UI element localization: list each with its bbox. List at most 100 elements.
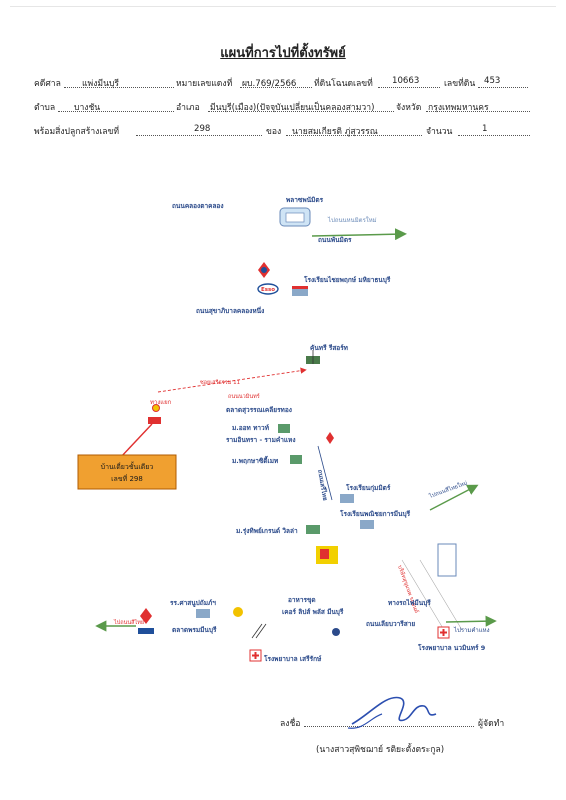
label-gate: ทางแยก xyxy=(150,399,172,406)
house-box-line1: บ้านเดี่ยวชั้นเดียว xyxy=(101,460,154,471)
arrow-right-mid xyxy=(429,484,479,511)
village-icon-c xyxy=(290,455,302,464)
sign-label: ลงชื่อ xyxy=(280,719,301,729)
page-title: แผนที่การไปที่ตั้งทรัพย์ xyxy=(220,46,346,61)
label-to-pornpanmitr: ไปถนนหนมิตรใหม่ xyxy=(327,216,377,224)
sign-name: (นางสาวสุพิชฌาย์ รติยะตั้งตระกูล) xyxy=(316,745,445,755)
label-hospital-b: โรงพยาบาล นวมินทร์ 9 xyxy=(417,643,486,652)
label-village-a: ม.ออท ทาวท์ xyxy=(232,424,269,432)
label-pornpanmitr-road: ถนนพันมิตร xyxy=(318,236,352,244)
road-right-a xyxy=(419,559,463,631)
building-icon-right xyxy=(437,543,457,577)
label-rr-station: รร.ศาสนูปถัมภ์ฯ xyxy=(170,599,216,608)
target-marker xyxy=(148,404,161,424)
case-dots xyxy=(240,76,312,88)
sign-dots xyxy=(304,726,474,727)
house-pointer-line xyxy=(119,423,153,459)
subdistrict-value: บางชัน xyxy=(74,103,101,113)
bus-icon xyxy=(332,628,340,636)
school-icon-c xyxy=(360,520,374,529)
main-road-line xyxy=(317,445,333,501)
shell-icon xyxy=(233,607,243,617)
esso-icon: Esso xyxy=(257,283,279,295)
label-school-b: โรงเรียนกุ่มมิตร์ xyxy=(345,483,391,492)
label-village-b: รามอินทรา - รามคำแหง xyxy=(226,436,296,444)
label-entry-road: ถนนนวมินทร์ xyxy=(228,393,260,400)
esso-text: Esso xyxy=(261,287,275,293)
gas-station-icon xyxy=(258,262,270,278)
label-temple: ทางรถไฟมีนบุรี xyxy=(388,598,431,607)
school-icon-a xyxy=(292,286,308,296)
label-hospital-a: โรงพยาบาล เสรีรักษ์ xyxy=(263,654,322,663)
info-row-1: คดีศาล แพ่งมีนบุรี หมายเลขแดงที่ ผบ.769/… xyxy=(34,76,534,94)
label-village-c: ม.พฤกษาซิตี้เมท xyxy=(232,455,278,465)
building-dots xyxy=(136,124,262,136)
signature-scribble xyxy=(347,696,437,729)
label-school-chaiyaphruek: โรงเรียนไชยพฤกษ์ มหิยาธนบุรี xyxy=(303,275,391,284)
label-food: อาหารขุด xyxy=(288,596,316,604)
court-value: แพ่งมีนบุรี xyxy=(82,79,120,89)
province-value: กรุงเทพมหานคร xyxy=(428,103,489,113)
count-dots xyxy=(458,124,530,136)
case-value: ผบ.769/2566 xyxy=(242,79,297,89)
case-label: หมายเลขแดงที่ xyxy=(176,79,233,89)
owner-value: นายสมเกียรติ ภู่สุวรรณ xyxy=(292,127,378,137)
arrow-right-top xyxy=(311,228,407,241)
label-to-right-bottom: ไปรามคำแหง xyxy=(453,626,490,634)
subdistrict-label: ตำบล xyxy=(34,103,56,113)
village-icon-a xyxy=(278,424,290,433)
building-value: 298 xyxy=(194,124,211,134)
court-dots xyxy=(64,76,174,88)
gas-station-icon-b xyxy=(138,608,154,634)
province-label: จังหวัด xyxy=(396,103,422,113)
label-market: ตลาดสุวรรณเคลียรทอง xyxy=(226,406,292,414)
province-dots xyxy=(426,100,530,112)
label-school-c: โรงเรียนพณิชยการมีนบุรี xyxy=(339,509,411,518)
owner-dots xyxy=(286,124,422,136)
golf-icon xyxy=(306,350,320,364)
label-road-main: ถนนเสรีไทย xyxy=(316,469,329,502)
road-right-b xyxy=(401,559,445,631)
deed-label: ที่ดินโฉนดเลขที่ xyxy=(314,79,373,89)
info-row-3: พร้อมสิ่งปลูกสร้างเลขที่ 298 ของ นายสมเก… xyxy=(34,124,534,142)
label-road-sukapiban: ถนนสุขาภิบาลคลองหนึ่ง xyxy=(196,305,264,315)
location-map: ถนนคลองตาคลอง พลาซพนัมิตร ไปถนนหนมิตรใหม… xyxy=(77,196,497,663)
district-label: อำเภอ xyxy=(176,103,200,113)
count-label: จำนวน xyxy=(426,127,453,137)
land-no-value: 453 xyxy=(484,76,501,86)
label-village-d: ม.รุ่งทิพย์เกรนด์ วิลล่า xyxy=(236,527,298,535)
label-minburi-market: ตลาดพรมมีนบุรี xyxy=(172,626,217,634)
land-no-label: เลขที่ดิน xyxy=(444,79,476,89)
arrow-right-bottom xyxy=(445,615,497,627)
deed-value: 10663 xyxy=(392,76,420,86)
label-soi-entry: ซอยเสรีธรรม 11 xyxy=(200,379,240,386)
subdistrict-dots xyxy=(58,100,174,112)
rail-mark-b xyxy=(255,623,267,639)
deed-dots xyxy=(378,76,440,88)
info-row-2: ตำบล บางชัน อำเภอ มีนบุรี(เมือง)(ปัจจุบั… xyxy=(34,100,534,118)
count-value: 1 xyxy=(482,124,488,134)
sign-role: ผู้จัดทำ xyxy=(478,719,505,729)
mitsubishi-icon xyxy=(326,432,334,444)
building-label: พร้อมสิ่งปลูกสร้างเลขที่ xyxy=(34,127,120,137)
label-club: คันทรี รีสอร์ท xyxy=(310,344,348,352)
label-pornpanmitr: พลาซพนัมิตร xyxy=(286,196,324,204)
hospital-icon-b xyxy=(437,626,450,639)
top-rule xyxy=(10,6,556,7)
house-box-line2: เลขที่ 298 xyxy=(111,474,143,483)
hospital-icon-a xyxy=(249,649,262,662)
land-no-dots xyxy=(478,76,528,88)
store-icon xyxy=(316,546,338,564)
label-to-right-top: ไปถนนสีไทยใหม่ xyxy=(427,479,468,500)
school-icon-b xyxy=(340,494,354,503)
label-klongtanon: ถนนคลองตาคลอง xyxy=(172,202,224,210)
house-box: บ้านเดี่ยวชั้นเดียว เลขที่ 298 xyxy=(77,454,177,490)
rail-mark-a xyxy=(251,623,263,639)
village-icon-d xyxy=(306,525,320,534)
label-to-left: ไปถนนสีไทย xyxy=(113,619,144,626)
mall-icon xyxy=(279,207,311,227)
label-kerry: เคอร์ ลิปส์ พลัส มีนบุรี xyxy=(282,608,344,616)
label-bangkok-road: ถนนเลียบวารีสาย xyxy=(366,620,415,628)
district-dots xyxy=(208,100,394,112)
owner-label: ของ xyxy=(266,127,282,137)
